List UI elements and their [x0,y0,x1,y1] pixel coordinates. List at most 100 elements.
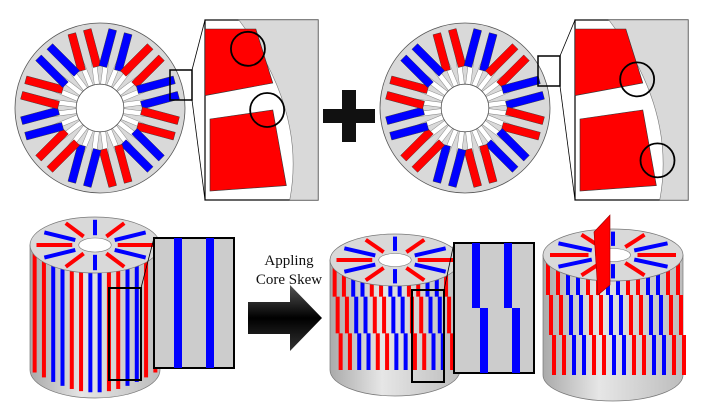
coil-stripe [659,295,663,335]
coil-end [624,233,646,249]
zoom-leader [559,85,576,201]
coil-end [343,262,376,274]
coil-stripe [341,260,346,297]
coil-bar [136,75,176,94]
coil-bar [136,122,176,141]
coil-stripe [391,296,396,334]
coil-stripe [629,295,633,335]
coil-bar [385,106,425,125]
coil-stripe [589,295,593,335]
coil-stripe [428,296,433,334]
zoom-inset [453,242,535,374]
coil-stripe [174,238,182,368]
coil-bar [505,91,545,110]
coil-stripe [682,335,686,375]
coil-stripe [562,335,566,375]
coil-stripe [447,296,452,334]
coil-stripe [400,296,405,334]
coil-bar [114,144,133,184]
coil-stripe [569,295,573,335]
stator-cross-section-original [14,19,319,201]
coil-bar [432,32,451,72]
coil-bar [20,91,60,110]
stator-3d-views [29,214,686,402]
coil-bar [485,139,519,173]
coil-stripe [672,335,676,375]
coil-stripe [338,333,343,370]
coil-stripe [579,295,583,335]
coil-stripe [431,333,436,370]
coil-bar [35,54,69,88]
coil-stripe [666,255,670,295]
coil-end [558,257,593,269]
coil-end [343,246,376,258]
coil-stripe [206,238,214,368]
right-arrow-icon [248,285,322,351]
coil-stripe [372,296,377,334]
coil-stripe [669,295,673,335]
coil-bar [114,32,133,72]
coil-bar [448,28,467,68]
plus-icon [323,90,375,142]
coil-stripe [599,295,603,335]
coil-stripe [403,333,408,370]
coil-stripe [125,245,130,386]
coil-bar [389,122,429,141]
coil-bar [496,54,530,88]
rotor-bore [75,83,125,133]
coil-stripe [382,296,387,334]
coil-bar [505,106,545,125]
coil-bar [131,128,165,162]
coil-stripe [559,295,563,335]
coil-stripe [652,335,656,375]
coil-bar [140,106,180,125]
coil-end [364,238,385,254]
coil-stripe [394,333,399,370]
coil-section [574,28,644,96]
skew-plane-marker [593,214,611,296]
coil-stripe [440,333,445,370]
coil-stripe [549,295,553,335]
coil-end [64,251,85,269]
coil-stripe [88,245,93,393]
coil-stripe [41,245,46,378]
coil-end [414,246,447,258]
zoom-leader [559,19,576,57]
coil-bar [24,122,64,141]
coil-section [209,109,287,192]
coil-stripe [609,295,613,335]
coil-end [43,230,76,243]
coil-bar [98,148,117,188]
zoom-leader [443,242,455,291]
coil-end [624,261,646,277]
coil-stripe [419,296,424,334]
coil-bar [501,122,541,141]
coil-bar [35,128,69,162]
coil-bar [496,128,530,162]
coil-end [414,262,447,274]
coil-stripe [612,335,616,375]
coil-bar [46,139,80,173]
coil-bar [432,144,451,184]
coil-bar [479,144,498,184]
coil-bar [20,106,60,125]
coil-stripe [512,308,520,373]
coil-stripe [622,335,626,375]
zoom-region [411,289,445,383]
coil-end [64,221,85,239]
coil-end [633,241,668,253]
coil-stripe [504,243,512,308]
coil-stripe [375,333,380,370]
coil-bar [400,54,434,88]
coil-bar [67,144,86,184]
zoom-leader [191,99,206,201]
rotor-bore [378,253,412,267]
coil-end [558,241,593,253]
coil-bar [400,128,434,162]
coil-stripe [354,296,359,334]
coil-stripe [552,335,556,375]
coil-bar [131,54,165,88]
zoom-inset [153,237,235,369]
coil-stripe [69,245,74,389]
